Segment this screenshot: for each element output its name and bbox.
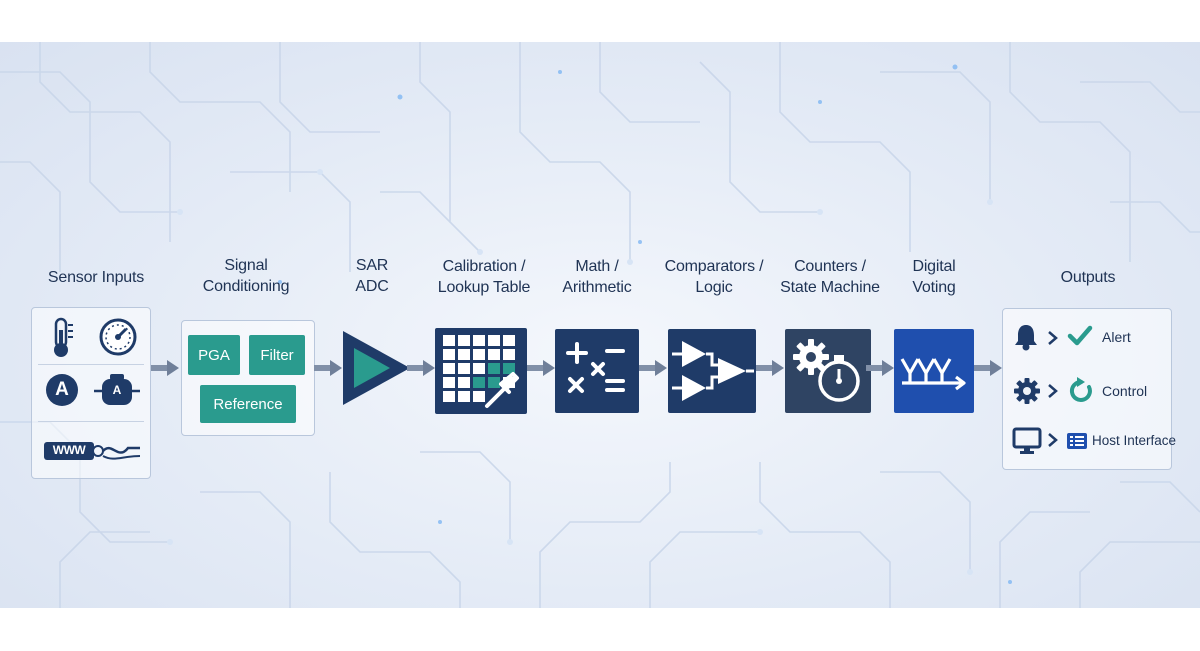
lookup-grid-cell (458, 377, 470, 388)
comparator-gates-icon (672, 341, 754, 401)
flow-arrow (407, 360, 435, 376)
signal-conditioning-panel: PGA Filter Reference (181, 320, 315, 436)
panel-divider (38, 364, 144, 365)
chevron-right-icon (1048, 331, 1058, 345)
stage-label-math: Math / Arithmetic (562, 258, 632, 296)
pressure-gauge-icon (99, 318, 137, 356)
stage-label-counters: Counters / State Machine (780, 258, 880, 296)
stage-label-comparators: Comparators / Logic (664, 258, 764, 296)
panel-divider (38, 421, 144, 422)
filter-block: Filter (249, 335, 305, 375)
stage-label-sensor-inputs: Sensor Inputs (47, 269, 145, 286)
diagram-canvas: Sensor Inputs Signal Conditioning SAR AD… (0, 42, 1200, 608)
lookup-grid-cell (458, 335, 470, 346)
lookup-grid-cell (473, 377, 485, 388)
lookup-grid-cell (458, 391, 470, 402)
flow-arrow (974, 360, 1002, 376)
voting-logic-icon (900, 358, 966, 391)
flow-arrow (639, 360, 667, 376)
checkmark-icon (1067, 325, 1093, 346)
digital-voting-tile (894, 329, 974, 413)
bell-icon (1015, 325, 1037, 351)
host-interface-label: Host Interface (1092, 433, 1177, 448)
ammeter-icon (46, 374, 78, 406)
strain-gauge-icon (44, 442, 141, 460)
stage-label-signal-conditioning: Signal Conditioning (202, 257, 290, 295)
flow-arrow (527, 360, 555, 376)
lookup-grid-cell (443, 391, 455, 402)
lookup-grid-cell (443, 377, 455, 388)
control-label: Control (1102, 383, 1148, 399)
flow-arrow (151, 360, 179, 376)
lookup-grid-cell (443, 363, 455, 374)
lookup-grid-cell (458, 349, 470, 360)
ammeter-label: A (55, 379, 69, 400)
lookup-grid-cell (473, 349, 485, 360)
sensor-inputs-panel: A A WWW (31, 307, 151, 479)
flow-arrow (314, 360, 342, 376)
flow-arrow (756, 360, 784, 376)
monitor-icon (1012, 427, 1042, 454)
pga-block: PGA (188, 335, 240, 375)
refresh-cycle-icon (1069, 377, 1092, 402)
lookup-grid-cell (473, 335, 485, 346)
current-sensor-label: A (112, 383, 122, 397)
chevron-right-icon (1048, 433, 1058, 447)
stage-label-sar-adc: SAR ADC (355, 257, 389, 295)
lookup-grid-cell (503, 363, 515, 374)
math-arithmetic-tile (555, 329, 639, 413)
counters-state-machine-tile (785, 329, 871, 413)
comparators-logic-tile (668, 329, 756, 413)
arithmetic-operators-icon (566, 342, 625, 393)
lookup-grid-icon (443, 335, 519, 408)
lookup-grid-cell (503, 377, 515, 388)
gear-icon (1014, 378, 1040, 404)
flow-arrow (866, 360, 894, 376)
lookup-grid-cell (503, 335, 515, 346)
reference-block: Reference (200, 385, 296, 423)
lookup-grid-cell (473, 391, 485, 402)
lookup-grid-cell (443, 335, 455, 346)
thermometer-icon (54, 317, 73, 357)
list-icon (1067, 433, 1087, 449)
lookup-grid-cell (473, 363, 485, 374)
sar-adc-amplifier-icon (343, 331, 410, 405)
lookup-grid-cell (458, 363, 470, 374)
gear-stopwatch-icon (793, 339, 860, 402)
chevron-right-icon (1048, 384, 1058, 398)
stage-label-calibration: Calibration / Lookup Table (437, 258, 531, 296)
lookup-grid-cell (488, 377, 500, 388)
lookup-grid-cell (488, 335, 500, 346)
alert-label: Alert (1102, 329, 1131, 345)
lookup-grid-cell (443, 349, 455, 360)
current-sensor-icon (94, 374, 140, 405)
calibration-lookup-table-tile (435, 328, 527, 414)
circuit-trace-background (0, 42, 1200, 608)
strain-gauge-label: WWW (52, 443, 86, 457)
lookup-grid-cell (488, 349, 500, 360)
stage-label-digital-voting: Digital Voting (912, 258, 956, 296)
lookup-grid-cell (503, 349, 515, 360)
lookup-grid-cell (488, 363, 500, 374)
outputs-panel: Alert Control (1002, 308, 1176, 470)
stage-label-outputs: Outputs (1060, 269, 1116, 286)
